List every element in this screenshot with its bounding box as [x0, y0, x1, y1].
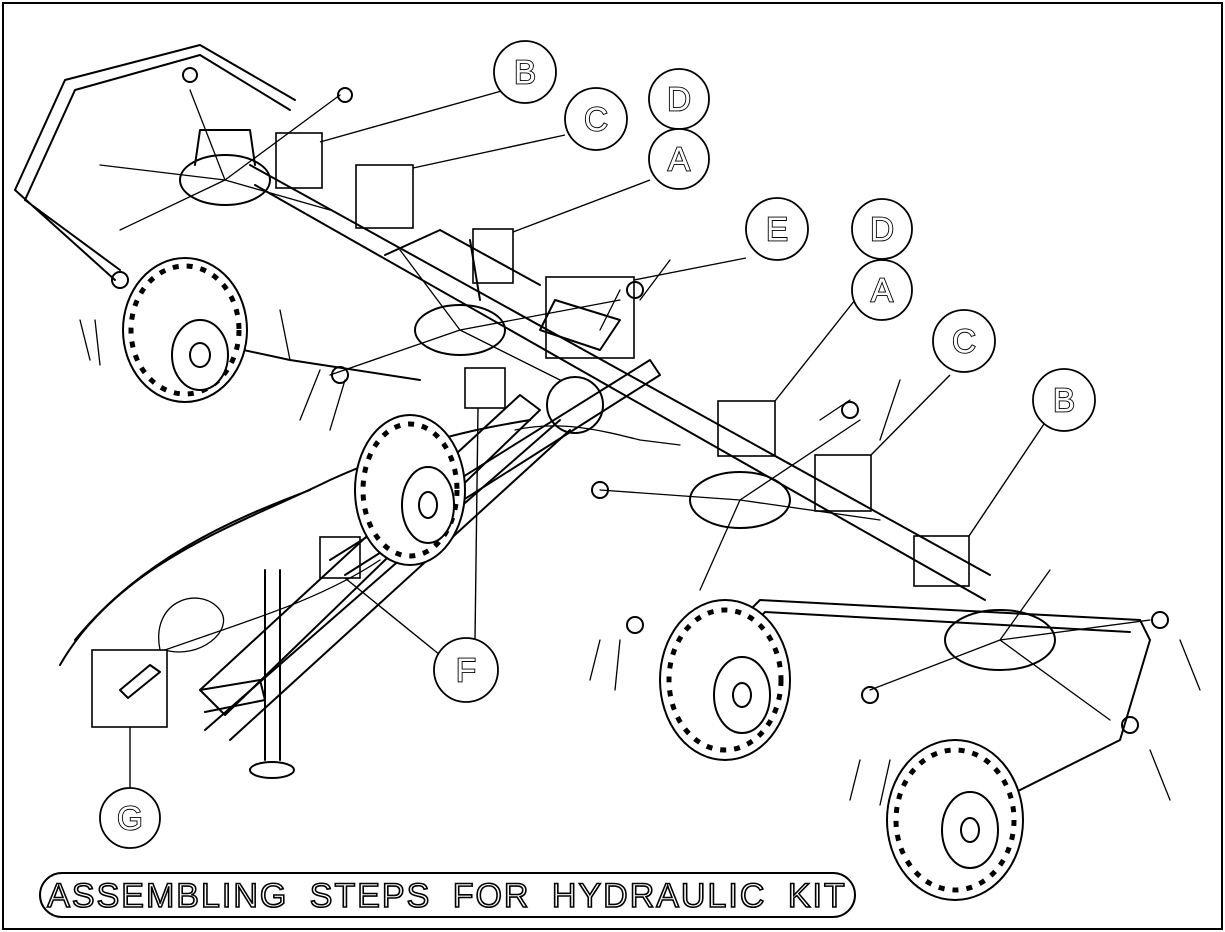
callout-b-top-label: B: [514, 54, 536, 91]
callout-c-top: C: [564, 87, 628, 151]
callout-d-top-label: D: [667, 81, 691, 118]
callout-b-right-label: B: [1053, 382, 1075, 419]
callout-bubbles: B C D A E D A C: [99, 40, 1096, 849]
leader-lines: [129, 89, 1051, 790]
callout-c-top-label: C: [584, 101, 608, 138]
callout-g: G: [99, 787, 161, 849]
callout-f-label: F: [456, 652, 476, 689]
rake-machine-drawing: [14, 44, 1201, 901]
diagram-title: ASSEMBLING STEPS FOR HYDRAULIC KIT: [47, 877, 846, 915]
callout-d-top: D: [648, 68, 710, 130]
callout-a-top-label: A: [668, 141, 690, 178]
detail-boxes: [91, 132, 970, 728]
callout-c-right-label: C: [952, 323, 976, 360]
callout-d-right-label: D: [870, 211, 894, 248]
detail-box-g: [91, 649, 168, 728]
wheel-center: [354, 414, 466, 566]
callout-a-right: A: [851, 259, 913, 321]
detail-box-f-upper: [464, 367, 506, 409]
callout-g-label: G: [117, 800, 143, 837]
detail-box-f-lower: [319, 536, 361, 579]
detail-box-c-right: [814, 454, 872, 512]
detail-box-a-right: [717, 400, 776, 457]
wheel-right: [886, 739, 1024, 901]
callout-e-label: E: [766, 211, 788, 248]
callout-b-right: B: [1032, 368, 1096, 432]
callout-a-top: A: [648, 128, 710, 190]
callout-f: F: [433, 637, 499, 703]
detail-box-a-top: [472, 228, 514, 284]
callout-a-right-label: A: [871, 272, 893, 309]
detail-box-c-top: [355, 164, 414, 229]
callout-d-right: D: [851, 198, 913, 260]
callout-e: E: [745, 197, 809, 261]
detail-box-b-right: [913, 535, 970, 587]
wheel-left: [122, 257, 248, 403]
callout-c-right: C: [932, 309, 996, 373]
detail-box-e: [545, 276, 635, 359]
title-banner: ASSEMBLING STEPS FOR HYDRAULIC KIT: [39, 872, 856, 918]
callout-b-top: B: [493, 40, 557, 104]
detail-box-b-top: [275, 132, 323, 189]
wheel-right-center: [659, 599, 791, 761]
